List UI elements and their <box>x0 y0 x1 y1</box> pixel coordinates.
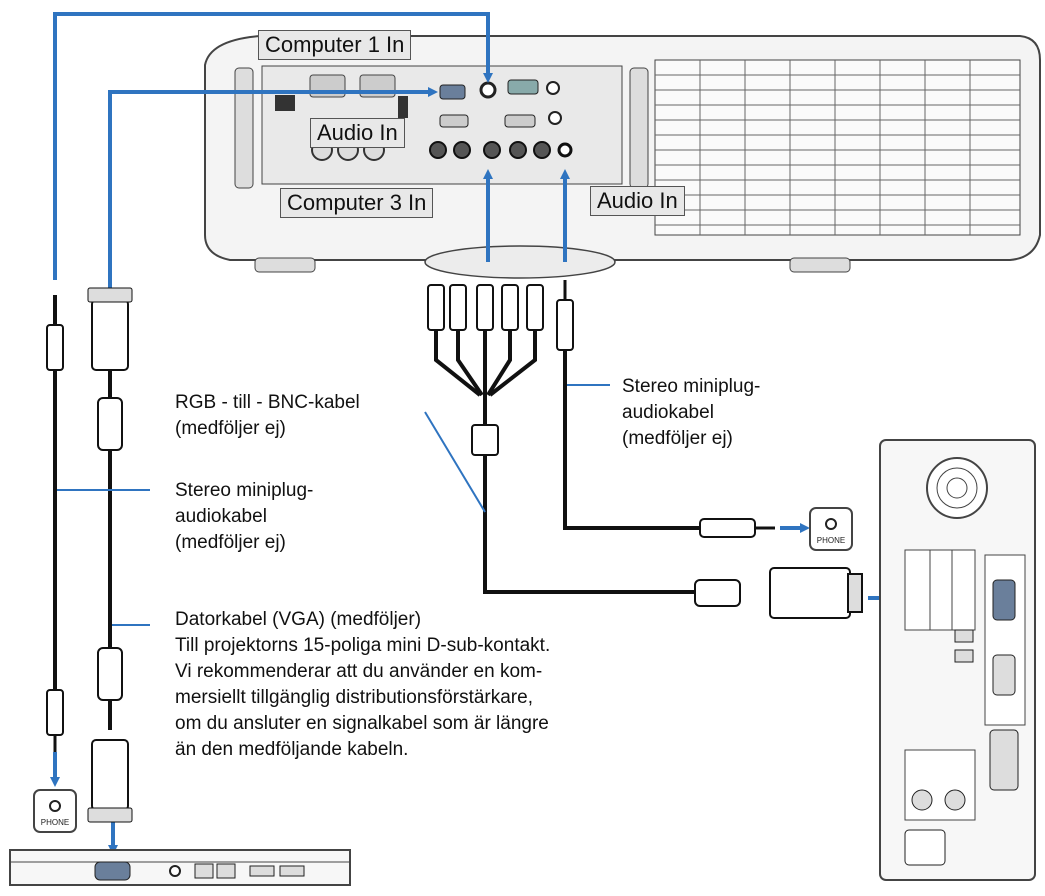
computer3-in-label: Computer 3 In <box>280 188 434 218</box>
projector <box>204 35 1041 279</box>
vga-cable-note: Datorkabel (VGA) (medföljer) Till projek… <box>175 609 551 760</box>
desktop-pc <box>879 439 1036 881</box>
stereo-miniplug-cable-left <box>46 295 64 752</box>
stereo-cable-right-note: Stereo miniplug- audiokabel (medföljer e… <box>622 376 761 449</box>
laptop-phone-jack: PHONE <box>33 789 77 833</box>
computer1-in-label: Computer 1 In <box>258 30 412 60</box>
laptop <box>9 849 351 886</box>
arrow-audio-in-top <box>53 12 493 280</box>
pc-phone-jack: PHONE <box>809 507 853 551</box>
projector-vent-grille <box>654 59 1021 236</box>
leader-lines <box>57 384 610 626</box>
rgb-bnc-cable-note: RGB - till - BNC-kabel (medföljer ej) <box>175 392 360 439</box>
stereo-miniplug-cable-right <box>556 280 775 538</box>
laptop-phone-label: PHONE <box>41 818 69 827</box>
vga-cable-left <box>87 287 133 823</box>
pc-phone-label: PHONE <box>817 536 845 545</box>
audio-in-top-label: Audio In <box>310 118 405 148</box>
rgb-bnc-cable <box>434 330 695 594</box>
arrow-computer1-in <box>108 87 438 290</box>
stereo-cable-left-note: Stereo miniplug- audiokabel (medföljer e… <box>175 480 314 553</box>
bnc-plugs <box>427 284 863 619</box>
audio-in-right-label: Audio In <box>590 186 685 216</box>
